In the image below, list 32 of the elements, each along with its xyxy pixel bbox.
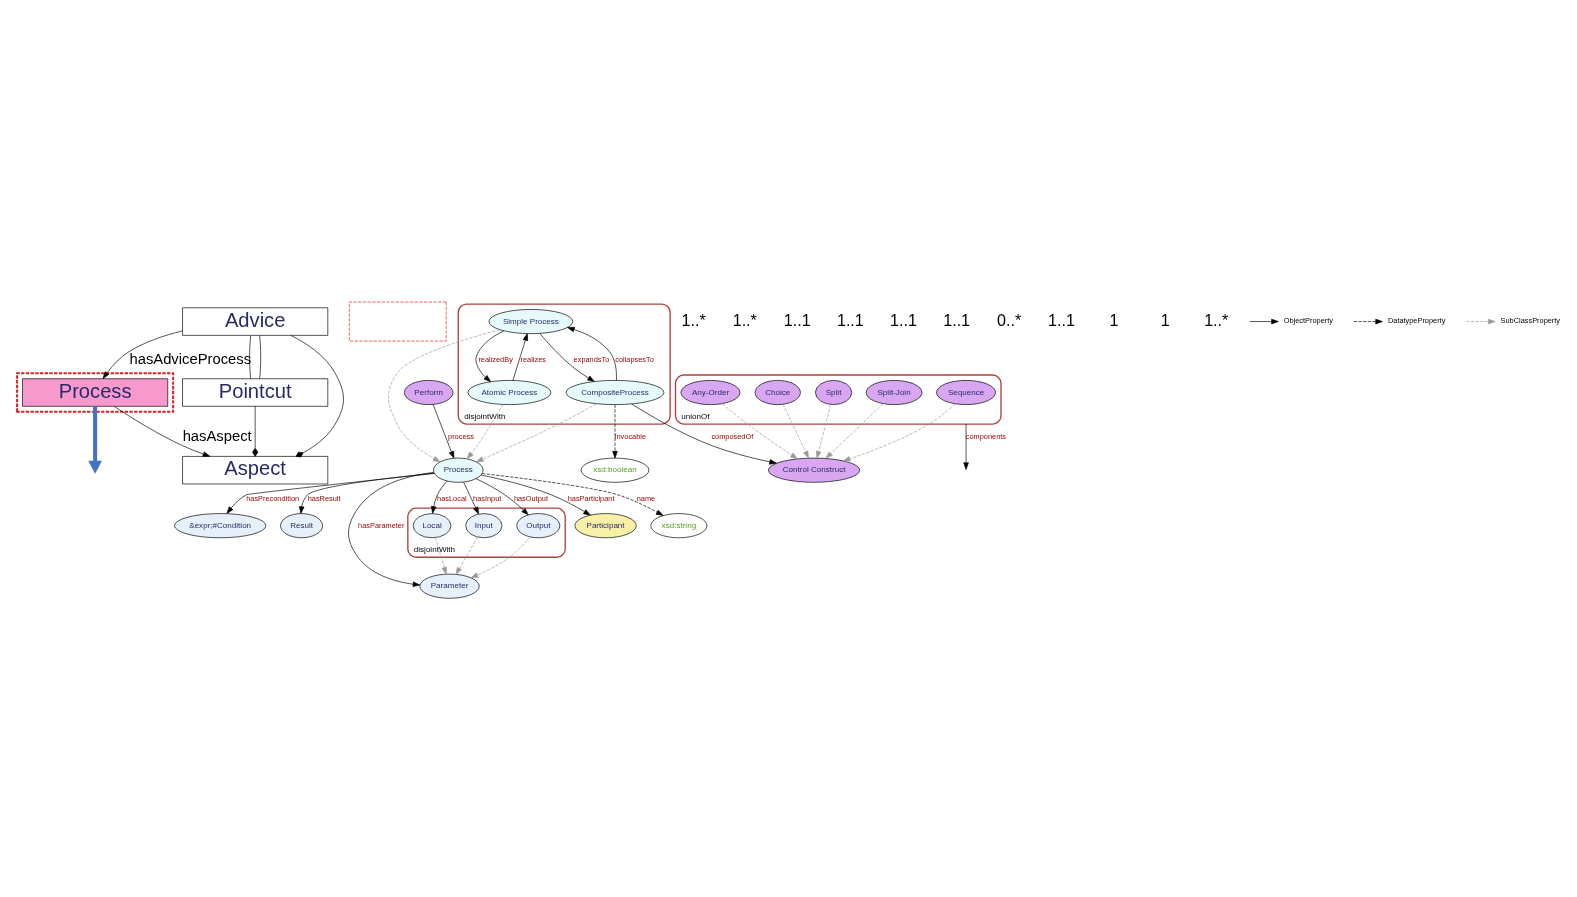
label: 1..1 bbox=[783, 310, 811, 329]
edge-label: hasParameter bbox=[358, 520, 405, 530]
label: 1..1 bbox=[836, 310, 864, 329]
edge-label: realizedBy bbox=[478, 354, 513, 364]
edge-label: composedOf bbox=[711, 432, 754, 442]
label: 1..1 bbox=[943, 310, 971, 329]
edge-label: hasResult bbox=[307, 493, 341, 503]
legend-label: ObjectProperty bbox=[1283, 316, 1333, 326]
edge-label: hasAdviceProcess bbox=[129, 350, 252, 367]
edge-label: realizes bbox=[520, 354, 546, 364]
label: 1..1 bbox=[890, 310, 917, 329]
edge-label: collapsesTo bbox=[615, 354, 654, 364]
edge-label: hasAspect bbox=[182, 428, 252, 445]
label: 1..* bbox=[732, 310, 757, 329]
edge-label: components bbox=[965, 432, 1006, 442]
edge-label: hasPrecondition bbox=[246, 493, 300, 503]
edge-label: hasOutput bbox=[513, 493, 548, 503]
edge-label: hasLocal bbox=[437, 493, 467, 503]
edge-label: process bbox=[448, 432, 474, 442]
edge-label: invocable bbox=[614, 432, 647, 442]
label: 0..* bbox=[996, 310, 1022, 329]
edge-label: expandsTo bbox=[573, 354, 610, 364]
edge-label: hasInput bbox=[473, 493, 502, 503]
label: 1..* bbox=[681, 310, 706, 329]
label: 1 bbox=[1160, 310, 1170, 329]
edge-label: hasParticipant bbox=[567, 493, 615, 503]
label: 1..1 bbox=[1048, 310, 1076, 329]
legend-label: DatatypeProperty bbox=[1387, 316, 1446, 326]
legend-label: SubClassProperty bbox=[1500, 316, 1561, 326]
edge-label: name bbox=[636, 493, 656, 503]
label: 1 bbox=[1109, 310, 1119, 329]
label: 1..* bbox=[1204, 310, 1229, 329]
